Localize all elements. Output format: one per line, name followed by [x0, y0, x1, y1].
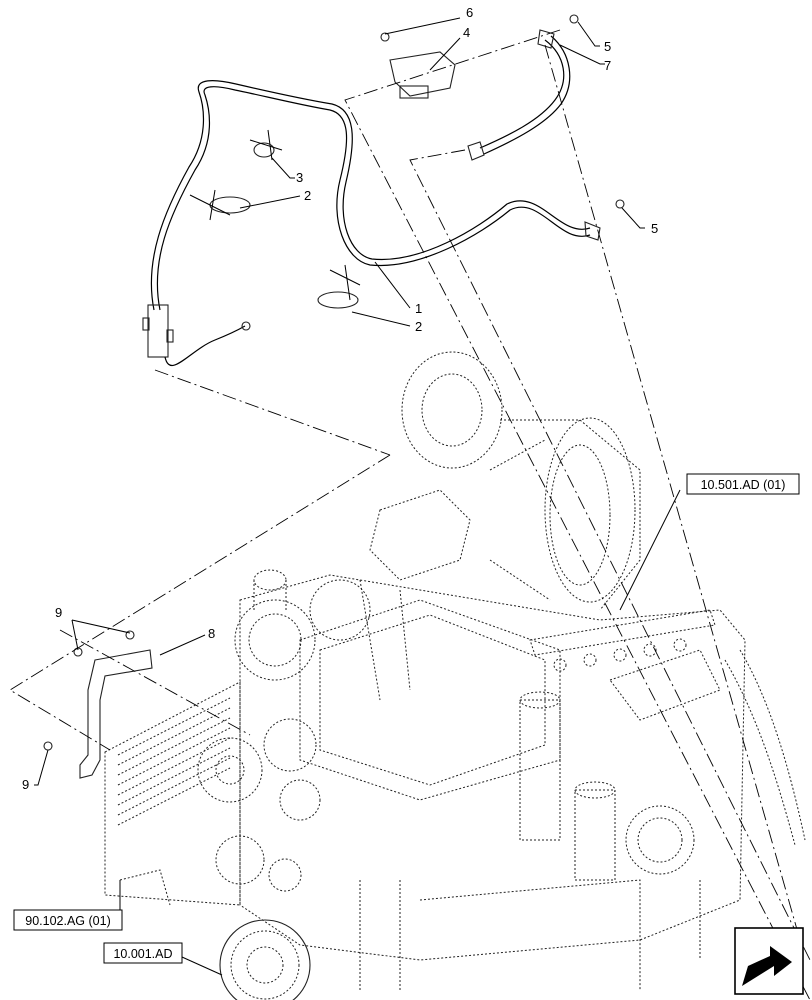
bracket-part-8 — [79, 649, 153, 779]
callout-8: 8 — [208, 626, 215, 641]
callout-2-upper: 2 — [304, 188, 311, 203]
ref-box-90-102[interactable]: 90.102.AG (01) — [13, 909, 123, 931]
nut-part-6 — [380, 32, 390, 42]
callout-4: 4 — [463, 25, 470, 40]
callout-5-upper: 5 — [604, 39, 611, 54]
bolt-9-lower — [43, 741, 53, 751]
callout-9-upper: 9 — [55, 605, 62, 620]
callout-9-lower: 9 — [22, 777, 29, 792]
callout-2-lower: 2 — [415, 319, 422, 334]
cap-part-5-lower — [615, 199, 625, 209]
engine-assembly — [104, 351, 806, 1000]
clamp-part-2-upper — [209, 196, 251, 214]
valve-part-4 — [389, 51, 456, 97]
routing-lines — [9, 29, 811, 1000]
ref-box-10-001[interactable]: 10.001.AD — [103, 942, 183, 964]
hose-assembly — [142, 29, 601, 366]
bolt-9-upper — [125, 630, 135, 640]
hose-7-fitting — [537, 29, 555, 49]
clamp-part-2-lower — [317, 291, 359, 309]
hose-end-fitting — [584, 221, 601, 241]
ref-label-10-001[interactable]: 10.001.AD — [113, 947, 172, 961]
hose-connector-block — [147, 304, 169, 358]
callout-1: 1 — [415, 301, 422, 316]
ref-label-90-102[interactable]: 90.102.AG (01) — [25, 914, 110, 928]
ref-box-10-501[interactable]: 10.501.AD (01) — [686, 473, 800, 495]
arrow-next-page-icon[interactable] — [734, 927, 804, 995]
clip-part-3 — [253, 142, 275, 158]
callout-6: 6 — [466, 5, 473, 20]
cap-part-5-upper — [569, 14, 579, 24]
callout-3: 3 — [296, 170, 303, 185]
callout-7: 7 — [604, 58, 611, 73]
ref-label-10-501[interactable]: 10.501.AD (01) — [701, 478, 786, 492]
callout-5-lower: 5 — [651, 221, 658, 236]
leader-lines — [34, 17, 681, 976]
